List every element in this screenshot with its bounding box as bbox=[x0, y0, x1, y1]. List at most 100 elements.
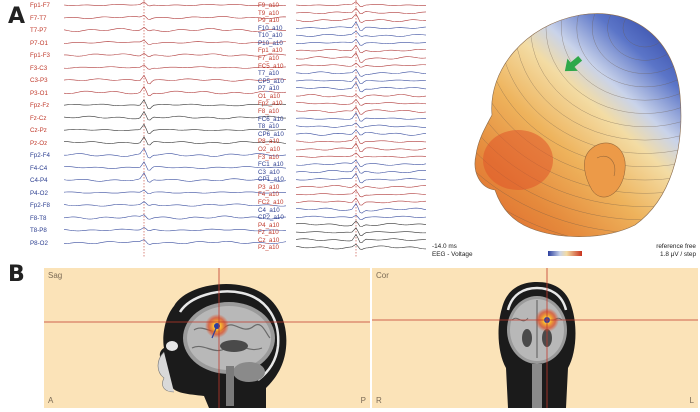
eeg-trace bbox=[296, 197, 427, 206]
eeg-trace bbox=[64, 123, 287, 134]
channel-label: T8_a10 bbox=[258, 123, 279, 131]
channel-label: Cz_a10 bbox=[258, 236, 280, 244]
channel-label: P7_a10 bbox=[258, 85, 280, 93]
channel-label: Fp1-F7 bbox=[30, 2, 50, 9]
eeg-trace bbox=[64, 172, 287, 183]
channel-label: FC6_a10 bbox=[258, 115, 284, 123]
isovoltage-contour bbox=[474, 13, 681, 194]
sag-title: Sag bbox=[48, 271, 63, 280]
channel-label: C4-P4 bbox=[30, 177, 48, 184]
channel-label: F8_a10 bbox=[258, 108, 279, 116]
eeg-trace bbox=[296, 38, 427, 46]
channel-label: C3_a10 bbox=[258, 168, 280, 176]
eeg-trace bbox=[296, 69, 427, 77]
channel-label: P4-O2 bbox=[30, 189, 48, 197]
channel-label: CP1_a10 bbox=[258, 176, 284, 184]
eeg-trace bbox=[296, 62, 427, 68]
isovoltage-contour bbox=[545, 13, 681, 114]
eeg-trace bbox=[64, 111, 287, 121]
coronal-brain-svg bbox=[372, 268, 698, 408]
isovoltage-contour bbox=[591, 13, 681, 74]
channel-label: F7-T7 bbox=[30, 14, 47, 22]
channel-label: P9_a10 bbox=[258, 17, 280, 25]
eeg-trace bbox=[296, 1, 427, 7]
eeg-trace bbox=[296, 98, 427, 106]
channel-label: Pz_a10 bbox=[258, 244, 279, 252]
cor-left-label: R bbox=[376, 396, 382, 405]
channel-label: Fp1_a10 bbox=[258, 47, 283, 55]
isovoltage-contour bbox=[474, 13, 681, 181]
channel-label: P7-O1 bbox=[30, 39, 48, 47]
eeg-trace bbox=[64, 161, 287, 171]
sag-right-label: P bbox=[360, 396, 366, 405]
panel-b-label: B bbox=[8, 262, 25, 287]
eeg-trace bbox=[296, 94, 427, 99]
channel-label: T7_a10 bbox=[258, 70, 279, 78]
eeg-trace bbox=[64, 136, 287, 146]
eeg-trace bbox=[296, 7, 427, 14]
eeg-trace bbox=[296, 13, 427, 23]
head-map-svg bbox=[474, 13, 682, 256]
eeg-trace bbox=[296, 152, 427, 158]
eeg-trace bbox=[296, 122, 427, 129]
eeg-trace bbox=[64, 239, 287, 245]
mri-sagittal-view: Sag A P bbox=[44, 268, 370, 408]
eeg-trace bbox=[64, 14, 287, 20]
voltage-topography-head: -14.0 ms EEG - Voltage reference free 1.… bbox=[430, 0, 700, 260]
eeg-right-traces bbox=[296, 0, 427, 258]
channel-label: Fp2_a10 bbox=[258, 100, 283, 108]
channel-label: FC1_a10 bbox=[258, 161, 284, 169]
eeg-trace bbox=[296, 81, 427, 93]
eeg-trace bbox=[296, 233, 427, 243]
eeg-trace bbox=[64, 1, 287, 7]
channel-label: F9_a10 bbox=[258, 2, 279, 9]
eeg-trace bbox=[296, 142, 427, 152]
topo-modality: EEG - Voltage bbox=[432, 251, 473, 258]
channel-label: F4-C4 bbox=[30, 164, 48, 172]
channel-label: FC5_a10 bbox=[258, 62, 284, 70]
eeg-trace bbox=[296, 220, 427, 227]
eeg-trace bbox=[64, 26, 287, 32]
topo-step: 1.8 μV / step bbox=[659, 251, 696, 258]
eeg-trace bbox=[296, 165, 427, 174]
eeg-trace bbox=[296, 112, 427, 122]
cor-title: Cor bbox=[376, 271, 389, 280]
channel-label: C3-P3 bbox=[30, 77, 48, 84]
channel-label: P8-O2 bbox=[30, 239, 48, 247]
channel-label: Cz-Pz bbox=[30, 127, 47, 134]
channel-label: Fz-Cz bbox=[30, 114, 47, 122]
isovoltage-contour bbox=[474, 13, 681, 207]
panel-a-label: A bbox=[8, 4, 26, 29]
eeg-trace bbox=[296, 172, 427, 184]
cor-right-label: L bbox=[689, 396, 694, 405]
channel-label: CP2_a10 bbox=[258, 214, 284, 222]
eeg-trace bbox=[296, 44, 427, 54]
eeg-trace bbox=[296, 214, 427, 220]
channel-label: P3_a10 bbox=[258, 183, 280, 191]
channel-label: F3-C3 bbox=[30, 64, 48, 72]
eeg-trace bbox=[64, 226, 287, 232]
eeg-trace bbox=[64, 147, 287, 159]
channel-label: F7_a10 bbox=[258, 55, 279, 63]
channel-label: T10_a10 bbox=[258, 32, 283, 40]
eeg-trace bbox=[296, 227, 427, 236]
eeg-trace bbox=[64, 201, 287, 207]
eeg-trace bbox=[296, 189, 427, 198]
eeg-trace bbox=[64, 99, 287, 110]
eeg-left-traces bbox=[64, 0, 287, 258]
channel-label: Pz-Oz bbox=[30, 139, 48, 147]
channel-label: Fpz-Fz bbox=[30, 102, 50, 109]
sagittal-brain-svg bbox=[44, 268, 370, 408]
channel-label: F8-T8 bbox=[30, 214, 47, 222]
eeg-trace bbox=[296, 135, 427, 144]
eeg-trace bbox=[64, 189, 287, 195]
eeg-trace bbox=[296, 21, 427, 31]
isovoltage-contour bbox=[576, 13, 681, 88]
eeg-trace bbox=[296, 52, 427, 63]
eeg-trace bbox=[296, 159, 427, 167]
channel-label: CP6_a10 bbox=[258, 130, 284, 138]
eeg-trace bbox=[296, 243, 427, 250]
color-scale-bar bbox=[548, 251, 582, 256]
